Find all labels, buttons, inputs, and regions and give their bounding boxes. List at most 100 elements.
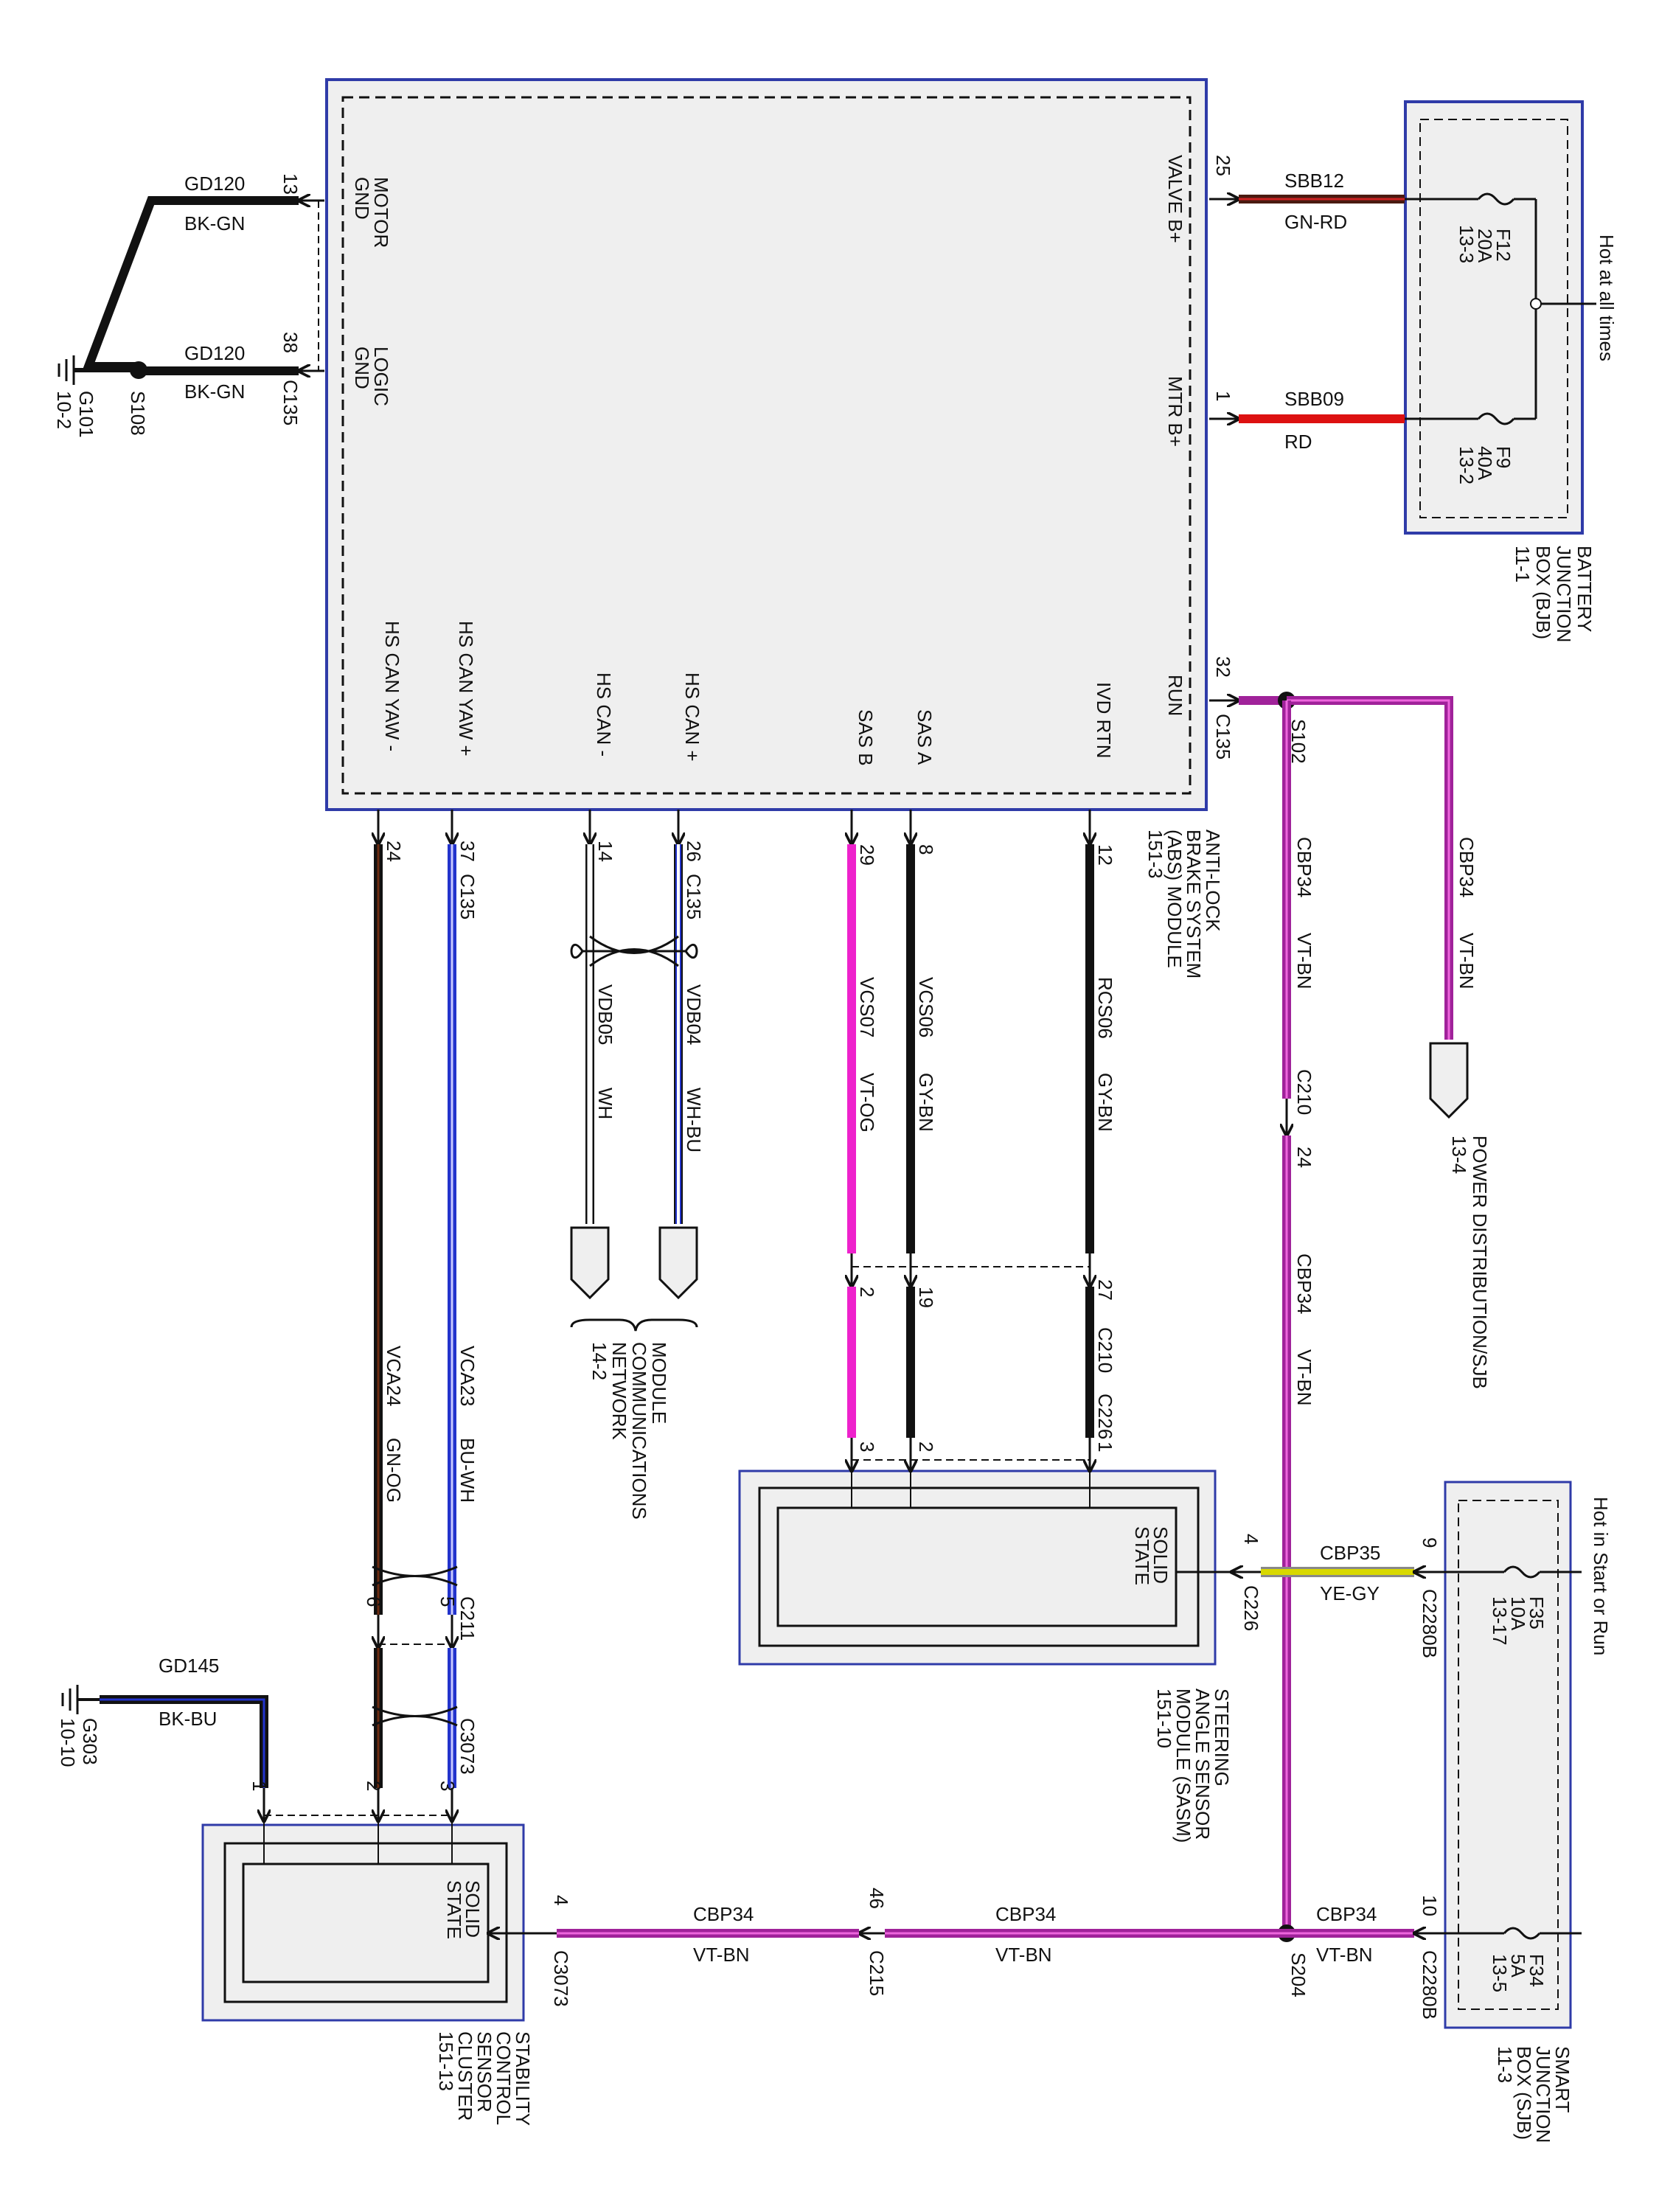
- label-rd: RD: [1284, 431, 1312, 453]
- label-c135-can: C135: [683, 874, 705, 919]
- label-pin9: 9: [1419, 1537, 1441, 1548]
- label-abs-1: ANTI-LOCK: [1202, 830, 1224, 932]
- label-vtbn-a: VT-BN: [1455, 933, 1478, 990]
- label-f9-2: 40A: [1474, 446, 1496, 481]
- label-motor-gnd-2: GND: [351, 177, 373, 220]
- label-pin2-c210: 2: [856, 1287, 878, 1297]
- label-wh: WH: [594, 1088, 616, 1119]
- label-c2280b-bot: C2280B: [1419, 1950, 1441, 2020]
- label-cbp34-b: CBP34: [1293, 837, 1315, 897]
- label-sjb-4: 11-3: [1494, 2046, 1516, 2083]
- bjb-box: [1404, 100, 1584, 535]
- label-g303: G303: [79, 1718, 101, 1765]
- label-c226-side: C226: [1240, 1585, 1262, 1631]
- label-mcn-4: 14-2: [588, 1342, 611, 1380]
- connector-mcn-1: [570, 1226, 610, 1300]
- label-logic-gnd-2: GND: [351, 347, 373, 389]
- label-c211: C211: [456, 1596, 479, 1641]
- label-g101-ref: 10-2: [53, 391, 75, 429]
- label-pin10: 10: [1419, 1895, 1441, 1916]
- sasm-module-frame: [758, 1486, 1200, 1647]
- label-hs-can-yaw-plus: HS CAN YAW +: [455, 621, 477, 757]
- label-valve-b: VALVE B+: [1164, 155, 1186, 243]
- label-sasm-2: ANGLE SENSOR: [1192, 1688, 1214, 1840]
- label-hs-can-yaw-minus: HS CAN YAW -: [381, 621, 403, 751]
- label-sasm-1: STEERING: [1211, 1688, 1233, 1787]
- label-c135-yaw: C135: [456, 874, 479, 919]
- label-pin37: 37: [456, 841, 479, 862]
- label-sjb-3: BOX (SJB): [1513, 2046, 1535, 2140]
- label-vtbn-d: VT-BN: [693, 1944, 750, 1966]
- label-pin2-c226: 2: [915, 1441, 937, 1452]
- label-hot-start-run: Hot in Start or Run: [1590, 1497, 1612, 1655]
- label-sjb-2: JUNCTION: [1532, 2046, 1554, 2143]
- label-pin3-c226: 3: [856, 1441, 878, 1452]
- label-vtbn-c: VT-BN: [1293, 1349, 1315, 1406]
- label-sas-a: SAS A: [914, 709, 936, 765]
- label-pin5: 5: [437, 1596, 459, 1607]
- label-pin27: 27: [1094, 1279, 1116, 1301]
- abs-module: [325, 78, 1208, 811]
- label-scs-4: CLUSTER: [454, 2031, 476, 2121]
- label-pin6: 6: [363, 1596, 385, 1607]
- bjb-box-inner: [1419, 119, 1568, 518]
- twist-yaw-1: [372, 1565, 458, 1587]
- label-gybn2: GY-BN: [1094, 1073, 1116, 1132]
- label-sbb09: SBB09: [1284, 388, 1344, 410]
- label-f12-3: 13-3: [1455, 225, 1478, 263]
- label-g101: G101: [75, 391, 97, 438]
- sasm-solid-state: [776, 1506, 1178, 1627]
- connector-mcn-2: [658, 1226, 698, 1300]
- label-scs-1: STABILITY: [512, 2031, 534, 2126]
- label-vtbn-b: VT-BN: [1293, 933, 1315, 990]
- label-pin19: 19: [915, 1287, 937, 1308]
- ground-icon-g303: [61, 1685, 79, 1714]
- label-gd120-bot: GD120: [184, 342, 245, 364]
- sjb-box-inner: [1458, 1500, 1559, 2010]
- label-bjb-2: JUNCTION: [1553, 546, 1575, 642]
- sjb-box: [1444, 1481, 1572, 2029]
- label-mcn-1: MODULE: [648, 1342, 670, 1424]
- label-c2280b-top: C2280B: [1419, 1589, 1441, 1658]
- label-logic-gnd-1: LOGIC: [370, 347, 392, 406]
- label-pin26: 26: [683, 841, 705, 862]
- label-sasm-4: 151-10: [1153, 1688, 1175, 1748]
- label-vtbn-f: VT-BN: [1316, 1944, 1373, 1966]
- label-f12-2: 20A: [1474, 229, 1496, 263]
- label-pin1-c226: 1: [1094, 1441, 1116, 1452]
- label-abs-4: 151-3: [1144, 830, 1166, 879]
- label-vdb05: VDB05: [594, 984, 616, 1045]
- label-vca24: VCA24: [383, 1346, 405, 1406]
- label-vtbn-e: VT-BN: [995, 1944, 1052, 1966]
- label-yegy: YE-GY: [1320, 1582, 1380, 1604]
- label-mcn-2: COMMUNICATIONS: [628, 1342, 650, 1520]
- label-cbp34-e: CBP34: [995, 1903, 1056, 1925]
- label-vcs06: VCS06: [915, 977, 937, 1037]
- fuse-f35: [1503, 1565, 1541, 1579]
- label-f12-1: F12: [1492, 229, 1514, 262]
- wire-gd120-motor-gnd: [82, 196, 299, 371]
- label-pin38: 38: [279, 332, 302, 353]
- label-vca23: VCA23: [456, 1346, 479, 1406]
- label-gnog: GN-OG: [383, 1438, 405, 1503]
- label-scs-solid-2: STATE: [443, 1880, 465, 1939]
- label-s102: S102: [1287, 719, 1310, 764]
- label-vdb04: VDB04: [683, 984, 705, 1045]
- label-bjb-4: 11-1: [1512, 546, 1534, 582]
- label-f35-1: F35: [1526, 1596, 1548, 1630]
- label-f35-2: 10A: [1507, 1596, 1529, 1631]
- label-pin24-abs: 24: [383, 841, 405, 862]
- label-gd120-top: GD120: [184, 173, 245, 195]
- fuse-f34: [1503, 1927, 1541, 1940]
- fuse-f9: [1477, 412, 1515, 425]
- label-motor-gnd-1: MOTOR: [370, 177, 392, 248]
- label-pin29: 29: [856, 844, 878, 866]
- label-pin4-c3073: 4: [550, 1895, 572, 1905]
- brace-mcn: [570, 1318, 698, 1332]
- scs-module-frame: [223, 1842, 508, 2003]
- label-f9-3: 13-2: [1455, 446, 1478, 484]
- label-rcs06: RCS06: [1094, 977, 1116, 1039]
- label-hot-all-times: Hot at all times: [1596, 234, 1618, 361]
- label-pin3-c3073: 3: [437, 1781, 459, 1791]
- label-run: RUN: [1164, 675, 1186, 716]
